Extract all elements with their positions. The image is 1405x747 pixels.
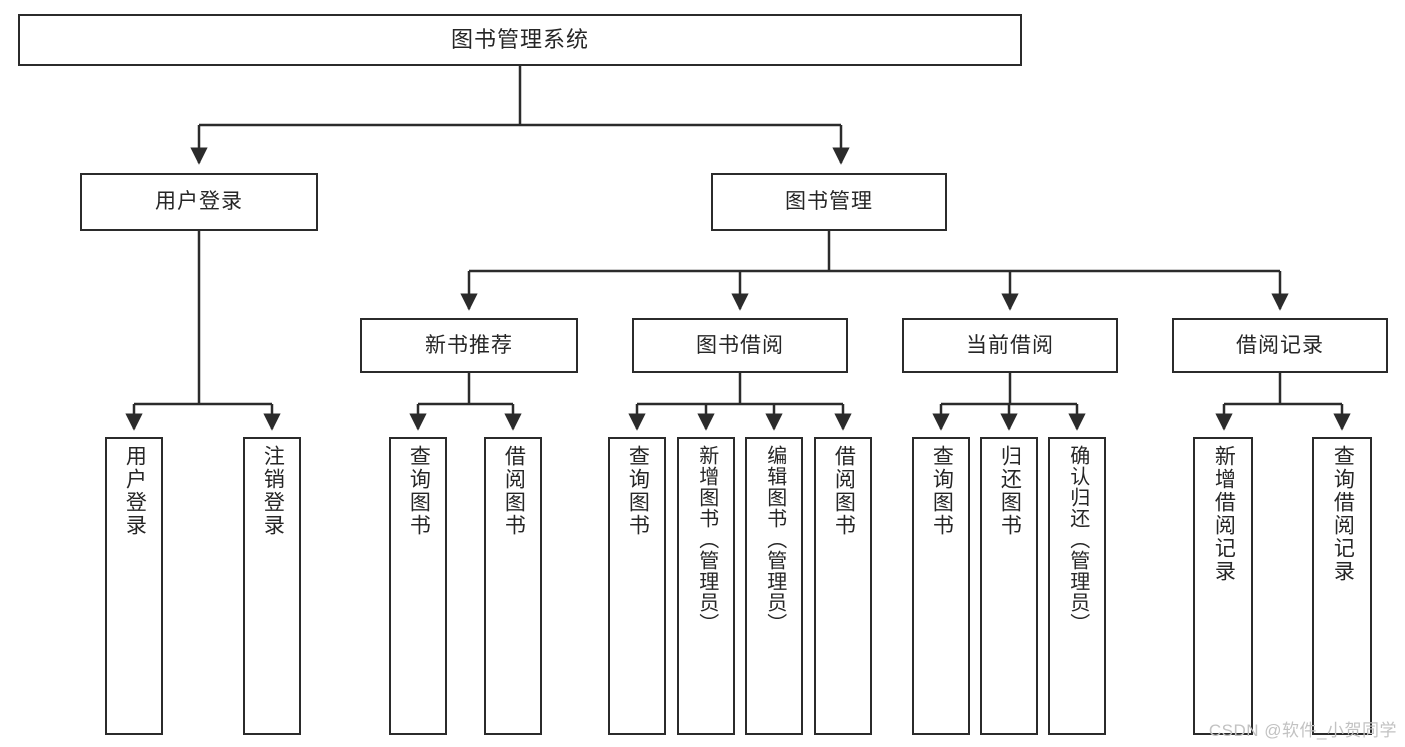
leaf-label: 注销登录 (261, 445, 285, 537)
node-label: 借阅记录 (1236, 333, 1324, 357)
leaf-label: 编辑图书（管理员） (763, 445, 786, 634)
leaf-label: 归还图书 (998, 445, 1022, 537)
leaf-logout-login[interactable]: 注销登录 (243, 437, 301, 735)
leaf-add-book-admin[interactable]: 新增图书（管理员） (677, 437, 735, 735)
node-label: 图书管理系统 (450, 26, 589, 52)
leaf-query-book-recommend[interactable]: 查询图书 (389, 437, 447, 735)
leaf-label: 确认归还（管理员） (1066, 445, 1089, 634)
leaf-label: 查询图书 (407, 445, 431, 537)
leaf-label: 新增图书（管理员） (695, 445, 718, 634)
node-book-borrow[interactable]: 图书借阅 (632, 318, 848, 373)
leaf-add-borrow-record[interactable]: 新增借阅记录 (1193, 437, 1253, 735)
leaf-borrow-book[interactable]: 借阅图书 (814, 437, 872, 735)
leaf-query-borrow-record[interactable]: 查询借阅记录 (1312, 437, 1372, 735)
node-user-login[interactable]: 用户登录 (80, 173, 318, 231)
node-new-book-recommend[interactable]: 新书推荐 (360, 318, 578, 373)
node-borrow-record[interactable]: 借阅记录 (1172, 318, 1388, 373)
leaf-edit-book-admin[interactable]: 编辑图书（管理员） (745, 437, 803, 735)
leaf-label: 借阅图书 (502, 445, 526, 537)
leaf-borrow-book-recommend[interactable]: 借阅图书 (484, 437, 542, 735)
node-current-borrow[interactable]: 当前借阅 (902, 318, 1118, 373)
leaf-label: 查询借阅记录 (1331, 445, 1355, 583)
leaf-label: 借阅图书 (832, 445, 856, 537)
leaf-label: 新增借阅记录 (1212, 445, 1236, 583)
node-label: 新书推荐 (425, 333, 513, 357)
node-label: 图书管理 (785, 190, 873, 214)
leaf-label: 用户登录 (123, 445, 147, 537)
node-label: 图书借阅 (696, 333, 784, 357)
node-label: 用户登录 (155, 190, 243, 214)
leaf-return-book[interactable]: 归还图书 (980, 437, 1038, 735)
leaf-label: 查询图书 (626, 445, 650, 537)
leaf-query-book-borrow[interactable]: 查询图书 (608, 437, 666, 735)
node-root-system[interactable]: 图书管理系统 (18, 14, 1022, 66)
leaf-confirm-return-admin[interactable]: 确认归还（管理员） (1048, 437, 1106, 735)
leaf-query-book-current[interactable]: 查询图书 (912, 437, 970, 735)
node-book-management[interactable]: 图书管理 (711, 173, 947, 231)
leaf-user-login[interactable]: 用户登录 (105, 437, 163, 735)
node-label: 当前借阅 (966, 333, 1054, 357)
leaf-label: 查询图书 (930, 445, 954, 537)
csdn-watermark: CSDN @软件_小贺同学 (1208, 721, 1397, 740)
